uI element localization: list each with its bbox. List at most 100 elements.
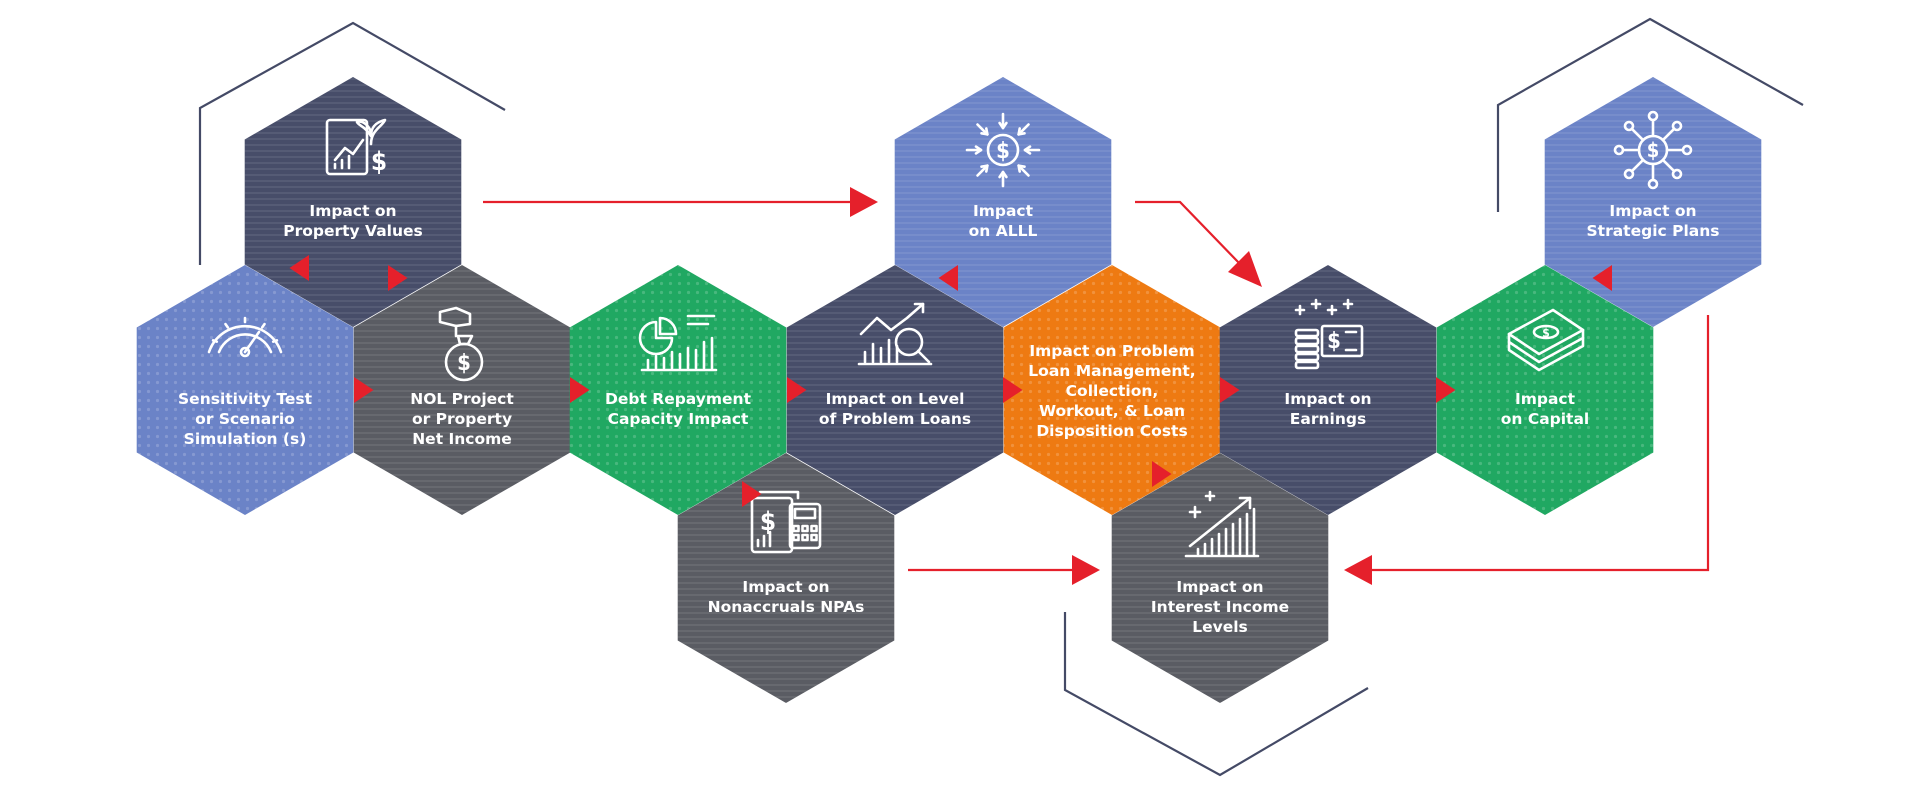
hex-label-line: Impact on [309,202,396,220]
hex-label-line: Property Values [283,222,423,240]
junction-arrowheads [289,255,1612,507]
junction-arrow-sensitivity-to-nol [354,377,374,403]
hex-texture [677,453,895,703]
hex-label: Impact on Earnings [1284,390,1371,428]
hex-label-line: Levels [1192,618,1248,636]
hex-node-alll: $ Impact on ALLL [894,77,1112,327]
arrow-property-to-alll [483,187,878,217]
hex-texture [1003,265,1221,515]
hex-node-strategic-plans: $ Impact on Strategic Plans [1544,77,1762,327]
hex-node-capital: $ Impact on Capital [1436,265,1654,515]
pie-bar-chart-icon [638,314,718,372]
outline-bracket-top-left [198,21,506,265]
hex-label-line: Loan Management, [1028,362,1195,380]
svg-text:$: $ [371,147,387,177]
hex-label-line: Disposition Costs [1036,422,1187,440]
decorative-outlines [198,17,1804,777]
hex-label-line: Nonaccruals NPAs [708,598,865,616]
hex-label: Impact on ALLL [969,202,1038,240]
hex-node-earnings: $ Impact on Earnings [1219,265,1437,515]
hex-label-line: Impact on [742,578,829,596]
hex-node-nonaccruals: $ Impact on Nonaccruals NPAs [677,453,895,703]
hex-texture [786,265,1004,515]
junction-arrow-problem-to-alll [938,265,958,291]
hand-money-bag-icon: $ [438,306,484,382]
hex-texture [894,77,1112,327]
hex-texture [1544,77,1762,327]
arrow-strategic-to-interest [1344,315,1710,585]
hex-label-line: Simulation (s) [184,430,307,448]
arrow-nonaccruals-to-interest [908,555,1100,585]
dollar-network-icon: $ [1613,110,1693,190]
junction-arrow-problem-to-loan-mgmt [1003,377,1023,403]
hex-label-line: Workout, & Loan [1039,402,1185,420]
arrow-alll-to-earnings [1135,200,1262,287]
hex-label-line: Collection, [1066,382,1159,400]
hex-label-line: Impact on [1176,578,1263,596]
hex-texture [1111,453,1329,703]
svg-text:$: $ [457,351,471,376]
hex-label-line: on ALLL [969,222,1038,240]
junction-arrow-sensitivity-to-property [289,255,309,281]
hex-texture [1219,265,1437,515]
chart-magnifier-icon [857,302,933,366]
documents-calculator-icon: $ [750,490,822,554]
hex-label: Impact on Level of Problem Loans [819,390,971,428]
hex-label-line: Strategic Plans [1587,222,1720,240]
svg-text:$: $ [760,507,776,537]
hex-label-line: on Capital [1501,410,1590,428]
hex-label-line: or Property [412,410,512,428]
svg-text:$: $ [1647,138,1660,162]
hex-label-line: or Scenario [195,410,295,428]
connector-arrows [483,187,1710,585]
rising-bar-chart-plus-icon [1184,490,1260,558]
dollar-inward-arrows-icon: $ [965,112,1041,188]
svg-text:$: $ [996,139,1010,164]
coins-dollar-bill-icon: $ [1294,298,1364,370]
junction-arrow-debt-to-nonaccruals [742,481,762,507]
hex-label-line: Interest Income [1151,598,1289,616]
hex-label-line: Capacity Impact [608,410,749,428]
hex-label-line: Earnings [1290,410,1366,428]
hex-label-line: Debt Repayment [605,390,752,408]
outline-bracket-bottom [1063,612,1369,777]
junction-arrow-earnings-to-capital [1436,377,1456,403]
hex-label-line: Impact [1515,390,1576,408]
hex-texture [136,265,354,515]
junction-arrow-nol-to-debt [570,377,590,403]
hex-label-line: Net Income [412,430,512,448]
hex-label-line: of Problem Loans [819,410,971,428]
cash-stack-icon: $ [1507,308,1585,372]
hex-label-line: Sensitivity Test [178,390,313,408]
svg-text:$: $ [1327,329,1341,354]
outline-bracket-top-right [1496,17,1804,212]
hex-label: Impact on Nonaccruals NPAs [708,578,865,616]
svg-text:$: $ [1542,326,1550,340]
hex-label-line: Impact on [1609,202,1696,220]
hex-label-line: Impact on [1284,390,1371,408]
hex-texture [1436,265,1654,515]
junction-arrow-loan-mgmt-to-interest [1152,461,1172,487]
hex-label: Impact on Capital [1501,390,1590,428]
hex-label: Impact on Property Values [283,202,423,240]
hex-label-line: Impact [973,202,1034,220]
hex-label-line: NOL Project [410,390,514,408]
hex-label: Impact on Strategic Plans [1587,202,1720,240]
hex-label-line: Impact on Problem [1029,342,1194,360]
hex-texture [353,265,571,515]
junction-arrow-property-to-nol [388,265,408,291]
document-chart-plant-dollar-icon: $ [325,118,387,177]
hex-label-line: Impact on Level [826,390,965,408]
